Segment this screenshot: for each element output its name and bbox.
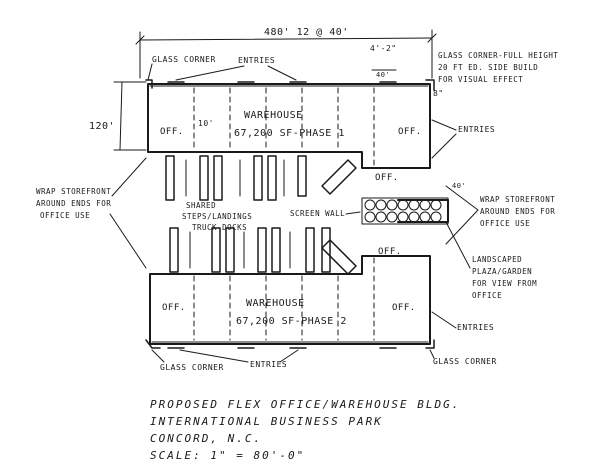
landscaped-1: LANDSCAPED [472,255,522,264]
entries-bottom: ENTRIES [250,360,287,369]
entries-right: ENTRIES [458,125,495,134]
overall-dimension: 480' 12 @ 40' [135,27,437,79]
wrap-left-2: AROUND ENDS FOR [36,199,111,208]
bay-dimension-top: 40' [376,71,390,79]
glass-corner-bottom-left: GLASS CORNER [160,363,224,372]
glass-corner-top-left: GLASS CORNER [152,55,216,64]
shared-steps-2: STEPS/LANDINGS [182,212,252,221]
truck-docks: TRUCK DOCKS [192,223,247,232]
bay-dimension-right: 40' [452,182,466,190]
entries-top: ENTRIES [238,56,275,65]
phase1-area-label: 67,200 SF-PHASE 1 [234,128,345,139]
entries-lower-right: ENTRIES [457,323,494,332]
annotations: GLASS CORNER ENTRIES 4'-2" 40' GLASS COR… [36,44,558,372]
wrap-dimension: 4'-2" [370,44,397,53]
phase1-office-right: OFF. [398,127,422,137]
phase2-warehouse-label: WAREHOUSE [246,298,305,309]
truck-docks-upper [165,155,357,201]
caption-line-1: PROPOSED FLEX OFFICE/WAREHOUSE BLDG. [150,398,461,411]
height-mark: 8" [433,89,444,98]
glass-corner-note-2: 20 FT ED. SIDE BUILD [438,63,538,72]
wrap-right-2: AROUND ENDS FOR [480,207,555,216]
overall-dimension-label: 480' 12 @ 40' [264,27,349,38]
depth-dimension-label: 120' [89,121,115,132]
phase1-office-left: OFF. [160,127,184,137]
depth-dimension: 120' [89,81,147,151]
building-phase-2: OFF. OFF. OFF. WAREHOUSE 67,200 SF-PHASE… [145,247,435,349]
phase2-office-left: OFF. [162,303,186,313]
landscaped-plaza [361,197,449,225]
glass-corner-bottom-right: GLASS CORNER [433,357,497,366]
wrap-right-3: OFFICE USE [480,219,530,228]
phase2-area-label: 67,200 SF-PHASE 2 [236,316,347,327]
glass-corner-note-3: FOR VISUAL EFFECT [438,75,523,84]
title-block: PROPOSED FLEX OFFICE/WAREHOUSE BLDG. INT… [150,396,550,464]
phase1-office-lower: OFF. [375,173,399,183]
truck-docks-lower [169,227,357,275]
landscaped-2: PLAZA/GARDEN [472,267,532,276]
phase2-office-upper: OFF. [378,247,402,257]
wrap-right-1: WRAP STOREFRONT [480,195,555,204]
landscaped-4: OFFICE [472,291,502,300]
glass-corner-full-height: GLASS CORNER-FULL HEIGHT [438,51,558,60]
phase1-warehouse-label: WAREHOUSE [244,110,303,121]
landscaped-3: FOR VIEW FROM [472,279,537,288]
shared-steps-1: SHARED [186,201,216,210]
offset-mark: 10' [198,119,214,128]
wrap-left-1: WRAP STOREFRONT [36,187,111,196]
caption-line-4: SCALE: 1" = 80'-0" [150,449,306,462]
phase2-office-right: OFF. [392,303,416,313]
building-phase-1: OFF. OFF. OFF. WAREHOUSE 67,200 SF-PHASE… [145,79,435,183]
screen-wall: SCREEN WALL [290,209,345,218]
caption-line-3: CONCORD, N.C. [150,432,263,445]
wrap-left-3: OFFICE USE [40,211,90,220]
caption-line-2: INTERNATIONAL BUSINESS PARK [150,415,383,428]
